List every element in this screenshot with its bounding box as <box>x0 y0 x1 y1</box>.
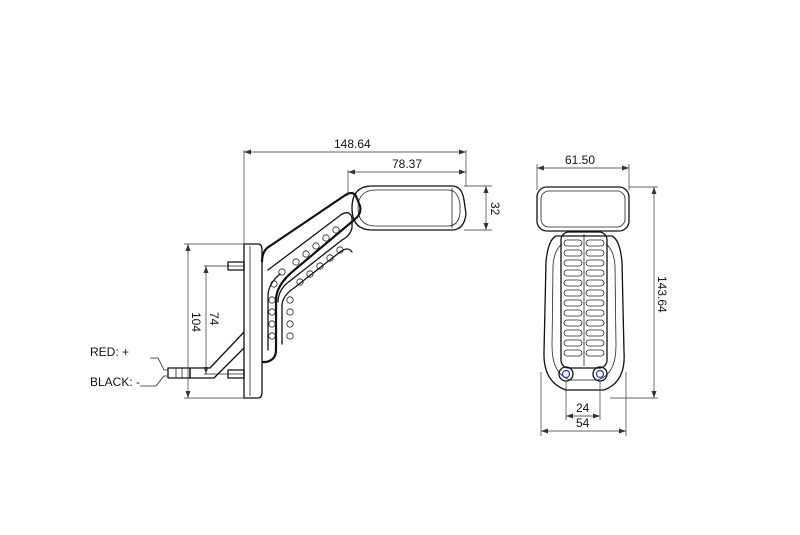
front-rib-right <box>585 319 605 327</box>
side-arm <box>260 191 362 364</box>
front-rib-left <box>563 309 583 317</box>
side-bolt-upper <box>204 261 245 271</box>
dim-front-base-width: 54 <box>540 372 627 436</box>
front-lamp-head <box>536 186 630 232</box>
dim-front-base-width-label: 54 <box>576 416 590 430</box>
dim-side-width: 148.64 <box>243 137 467 244</box>
front-rib-left <box>563 299 583 307</box>
dim-side-width-label: 148.64 <box>334 137 371 151</box>
front-rib-right <box>585 249 605 257</box>
front-rib-right <box>585 329 605 337</box>
front-screw-left <box>558 366 574 382</box>
dim-head-length-label: 78.37 <box>392 157 422 171</box>
wire-red-label: RED: + <box>90 345 129 359</box>
front-rib-left <box>563 329 583 337</box>
front-rib-left <box>563 259 583 267</box>
wire-labels: RED: + BLACK: - <box>90 345 168 389</box>
front-rib-right <box>585 299 605 307</box>
front-rib-left <box>563 319 583 327</box>
dim-base-height-label: 104 <box>189 312 203 332</box>
front-rib-left <box>563 239 583 247</box>
front-body <box>543 231 625 391</box>
front-rib-left <box>563 279 583 287</box>
front-rib-right <box>585 269 605 277</box>
dim-front-hole-spacing-label: 24 <box>576 401 590 415</box>
front-rib-left <box>563 249 583 257</box>
dim-front-total-height: 143.64 <box>610 186 669 399</box>
front-rib-right <box>585 279 605 287</box>
side-arm-ribs <box>268 226 344 340</box>
front-view: 61.50 143.64 24 54 <box>536 153 669 436</box>
front-rib-right <box>585 259 605 267</box>
dim-side-hole-spacing-label: 74 <box>207 312 221 326</box>
side-lamp-head <box>351 185 467 231</box>
front-rib-right <box>585 339 605 347</box>
front-ribs <box>563 239 605 357</box>
front-rib-right <box>585 239 605 247</box>
front-rib-right <box>585 349 605 357</box>
dim-side-hole-spacing: 74 <box>203 266 221 374</box>
wire-black-label: BLACK: - <box>90 375 140 389</box>
dim-base-height: 104 <box>184 243 244 399</box>
dim-front-top-width-label: 61.50 <box>565 153 595 167</box>
side-mounting-plate <box>243 243 263 399</box>
dim-head-height: 32 <box>464 185 502 231</box>
front-rib-left <box>563 339 583 347</box>
front-rib-right <box>585 309 605 317</box>
side-cable <box>167 331 245 379</box>
front-rib-left <box>563 289 583 297</box>
side-bolt-lower <box>204 369 245 379</box>
front-rib-left <box>563 269 583 277</box>
dim-front-top-width: 61.50 <box>536 153 630 190</box>
dim-front-hole-spacing: 24 <box>565 381 601 420</box>
front-rib-right <box>585 289 605 297</box>
dim-head-height-label: 32 <box>488 202 502 216</box>
dim-head-length: 78.37 <box>347 157 466 196</box>
front-rib-left <box>563 349 583 357</box>
dim-front-total-height-label: 143.64 <box>655 276 669 313</box>
side-view: 148.64 78.37 32 104 7 <box>90 137 502 399</box>
